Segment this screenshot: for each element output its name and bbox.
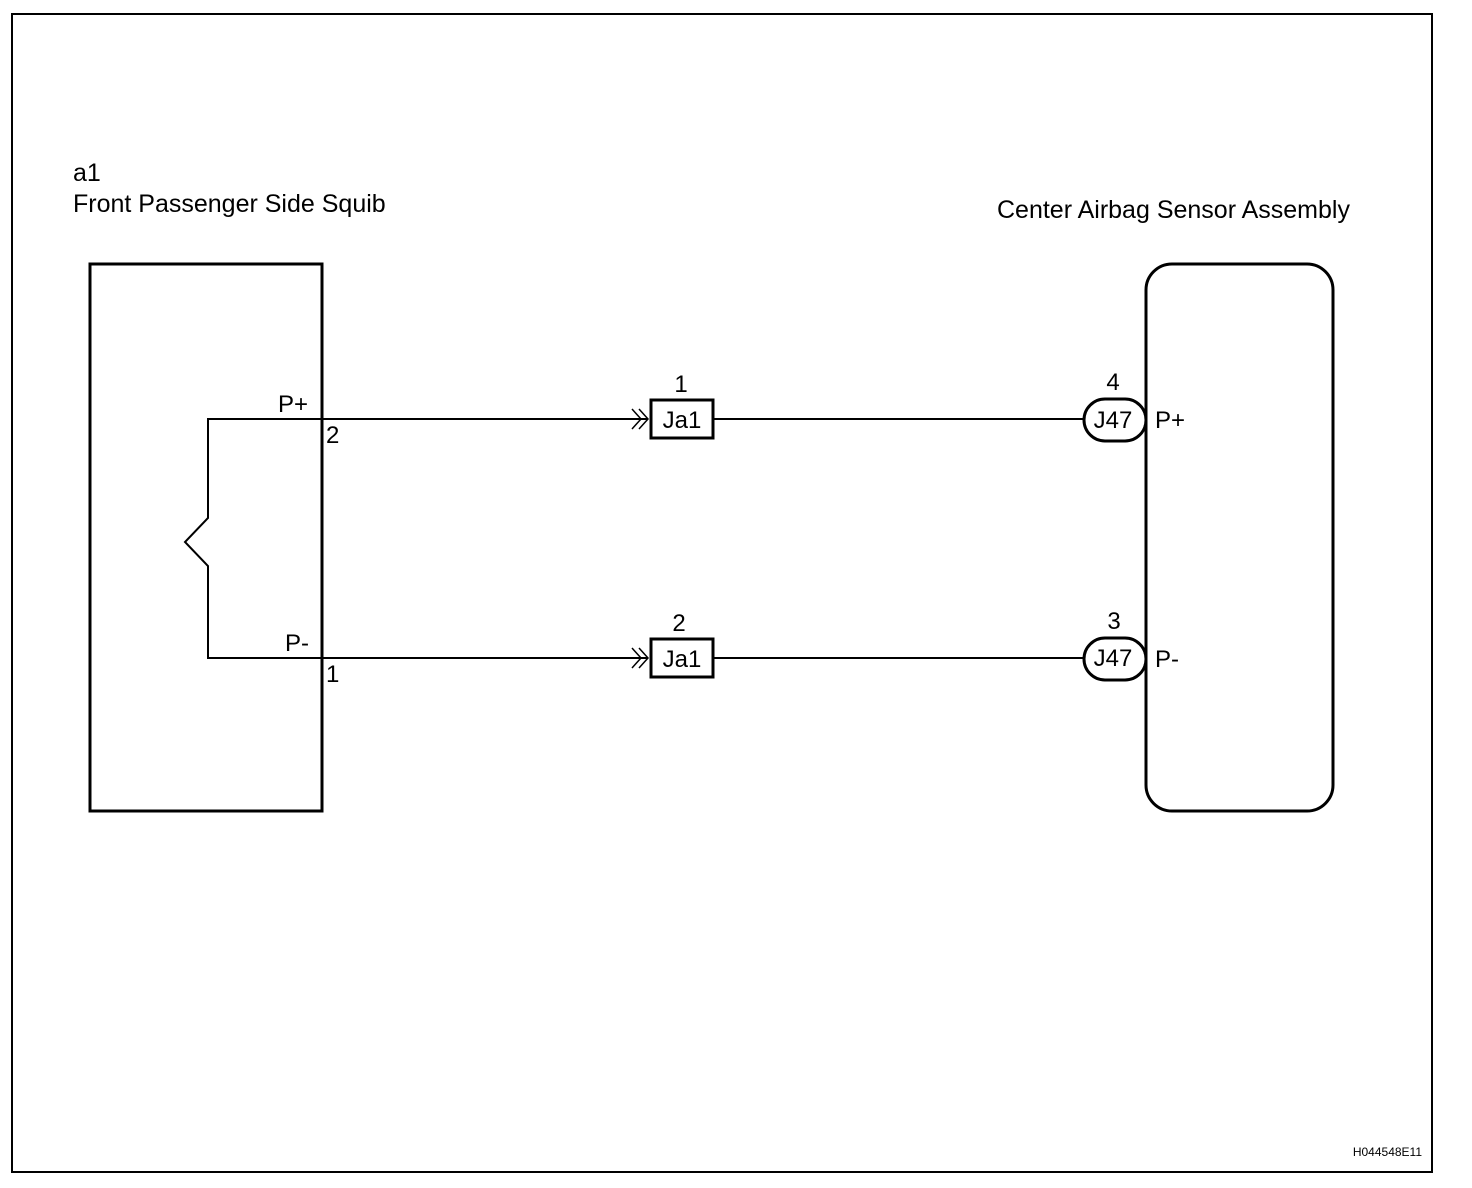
left-component-code: a1 [73,159,101,187]
junction-connector-label: Ja1 [663,407,702,434]
connector-arrow-icon [631,647,650,669]
left-terminal-signal-p-minus: P- [285,630,309,657]
diagram-frame [11,13,1433,1173]
junction-connector-ja1-upper [649,398,715,440]
squib-box [88,262,324,813]
right-pin-3: 3 [1107,608,1120,635]
right-terminal-signal-p-plus: P+ [1155,407,1185,434]
junction-pin-1: 1 [674,371,687,398]
left-terminal-pin-1: 1 [326,661,339,688]
connector-j47-lower [1082,636,1148,682]
left-terminal-pin-2: 2 [326,422,339,449]
left-component-name: Front Passenger Side Squib [73,190,386,218]
junction-connector-label: Ja1 [663,646,702,673]
connector-arrow-icon [631,408,650,430]
connector-j47-upper [1082,397,1148,443]
right-component-name: Center Airbag Sensor Assembly [997,196,1350,224]
airbag-sensor-box [1144,262,1335,813]
illustration-code: H044548E11 [1353,1145,1422,1159]
left-terminal-signal-p-plus: P+ [278,391,308,418]
connector-j47-label: J47 [1094,645,1133,672]
squib-element [183,418,322,659]
right-terminal-signal-p-minus: P- [1155,646,1179,673]
right-pin-4: 4 [1106,369,1119,396]
connector-j47-label: J47 [1094,407,1133,434]
junction-pin-2: 2 [672,610,685,637]
